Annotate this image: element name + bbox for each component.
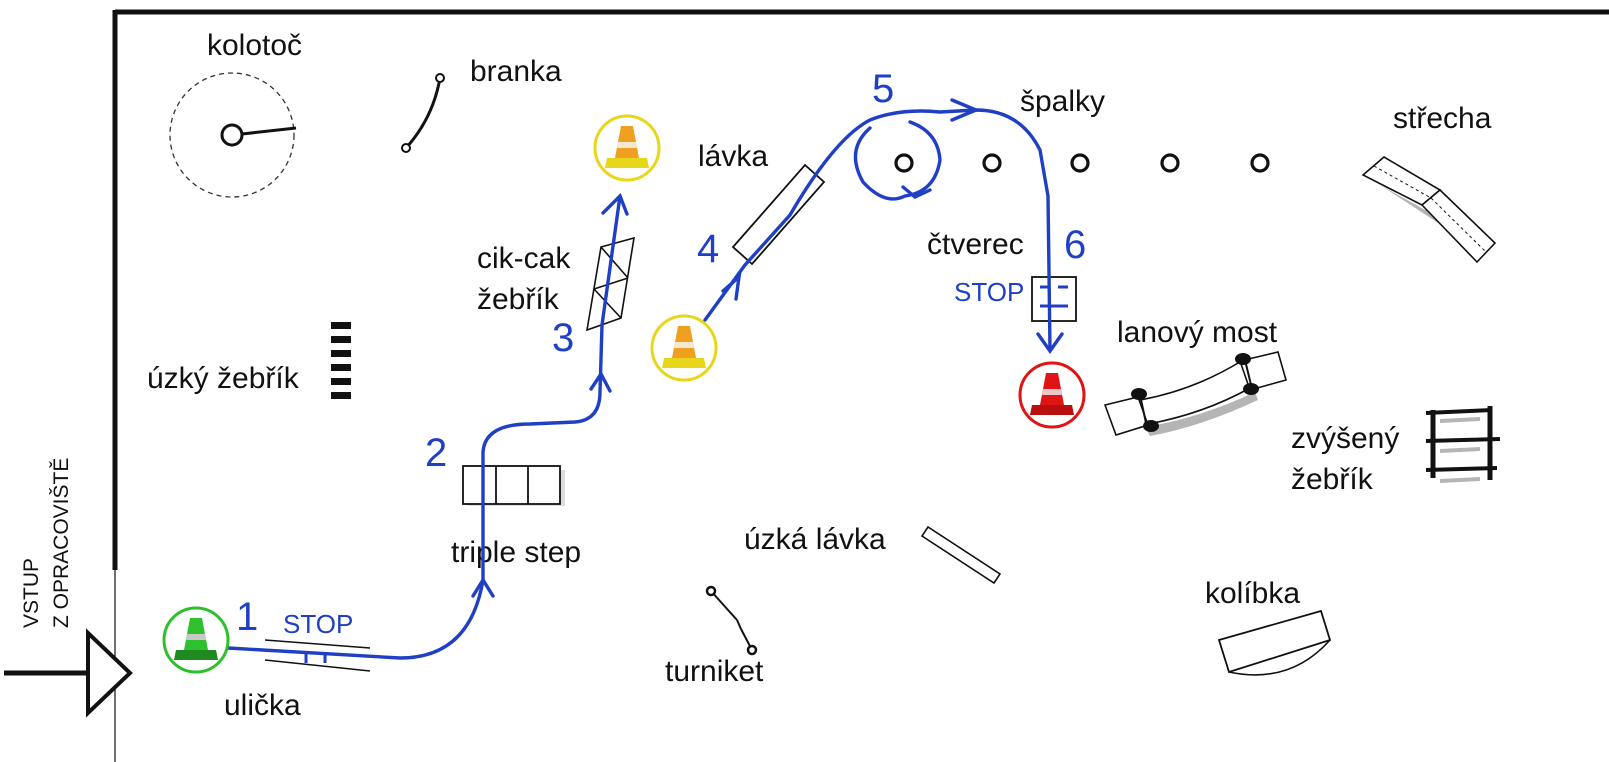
entry-arrow-icon [4, 628, 133, 718]
kolibka-label: kolíbka [1205, 577, 1300, 610]
ulicka-label: ulička [224, 689, 301, 722]
uzky-zebrik-obstacle-icon [331, 322, 351, 399]
cikcak-label-line1: cik-cak [477, 242, 571, 275]
strecha-obstacle-icon [1361, 156, 1497, 264]
lavka-obstacle-icon [731, 163, 826, 266]
zvyseny-label-line2: žebřík [1291, 463, 1374, 496]
step-number-5: 5 [872, 67, 894, 111]
step-number-3: 3 [552, 316, 574, 360]
turniket-obstacle-icon [705, 585, 758, 656]
cone-icon [650, 314, 718, 382]
lanovy-most-label: lanový most [1117, 316, 1278, 349]
kolotoc-obstacle-icon [169, 72, 297, 198]
uzky-zebrik-label: úzký žebřík [147, 362, 300, 395]
entry-label-line2: Z OPRACOVIŠTĚ [50, 458, 73, 628]
ctverec-label: čtverec [927, 228, 1024, 261]
branka-obstacle-icon [401, 73, 445, 153]
kolibka-obstacle-icon [1217, 609, 1332, 676]
triple-step-obstacle-icon [462, 465, 565, 506]
step-number-6: 6 [1064, 223, 1086, 267]
branka-label: branka [470, 55, 562, 88]
lavka-label: lávka [698, 140, 768, 173]
ctverec-obstacle-icon [1031, 276, 1077, 322]
cikcak-label-line2: žebřík [477, 283, 560, 316]
stop-label-ulicka: STOP [283, 609, 353, 639]
lanovy-most-obstacle-icon [1103, 351, 1287, 436]
turniket-label: turniket [665, 655, 764, 688]
cone-icon [162, 606, 230, 674]
route-path [226, 98, 1064, 660]
step-number-4: 4 [697, 227, 719, 271]
cone-icon [593, 114, 661, 182]
triple-step-label: triple step [451, 536, 581, 569]
entry-label-line1: VSTUP [20, 558, 43, 628]
spalky-label: špalky [1020, 85, 1105, 118]
stop-label-ctverec: STOP [954, 277, 1024, 307]
uzka-lavka-obstacle-icon [920, 525, 1002, 585]
cikcak-zebrik-obstacle-icon [585, 236, 635, 332]
strecha-label: střecha [1393, 102, 1492, 135]
step-number-1: 1 [236, 595, 258, 639]
cone-icon [1018, 361, 1086, 429]
spalky-obstacle-icon [894, 153, 1270, 173]
zvyseny-zebrik-obstacle-icon [1425, 406, 1501, 483]
kolotoc-label: kolotoč [207, 29, 302, 62]
zvyseny-label-line1: zvýšený [1291, 422, 1399, 455]
step-number-2: 2 [425, 431, 447, 475]
uzka-lavka-label: úzká lávka [744, 523, 886, 556]
